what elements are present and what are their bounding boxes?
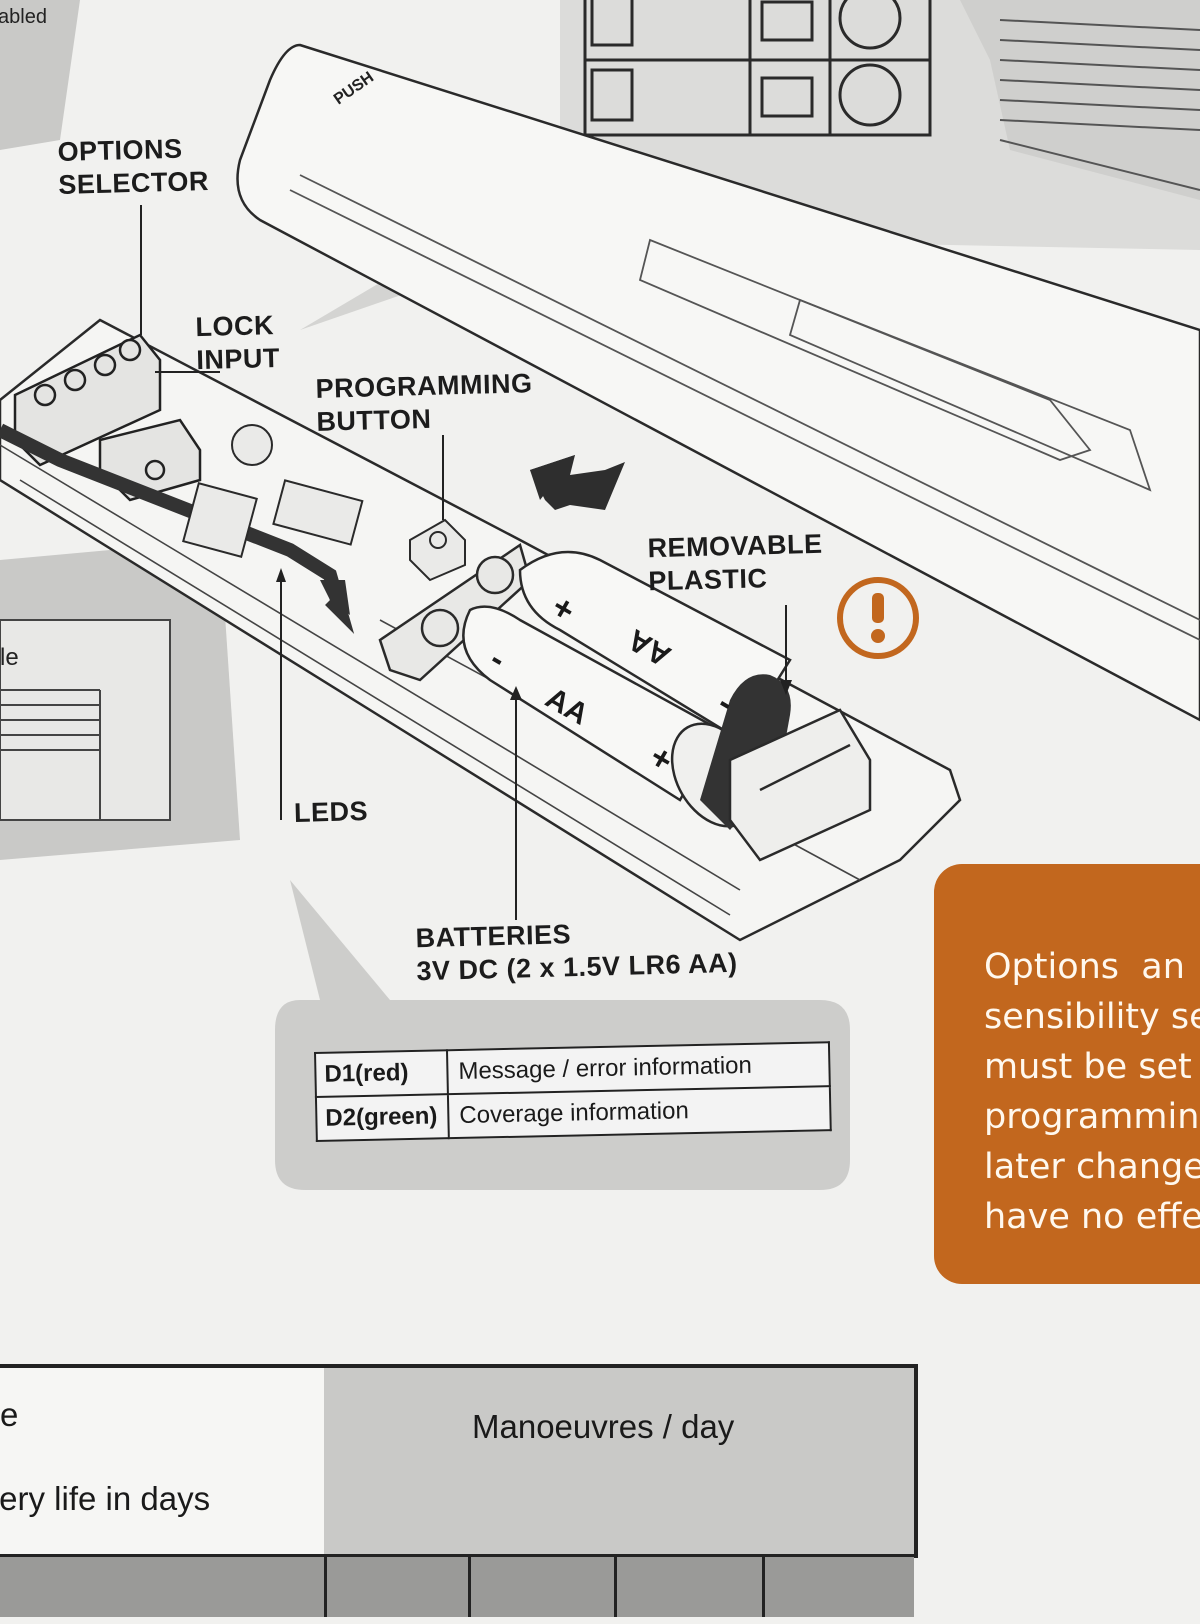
programming-button-line-2: BUTTON (316, 403, 432, 437)
lock-input-line-1: LOCK (195, 310, 275, 343)
led-code: D1(red) (315, 1050, 448, 1097)
table-left-header: e tery life in days (0, 1364, 327, 1558)
options-selector-line-1: OPTIONS (57, 133, 183, 167)
table-row (0, 1554, 914, 1617)
table-right-header: Manoeuvres / day (324, 1364, 918, 1558)
removable-plastic-line-2: PLASTIC (648, 563, 768, 597)
enabled-fragment: abled (0, 6, 47, 28)
programming-button-label: PROGRAMMING BUTTON (315, 367, 534, 439)
leds-label: LEDS (293, 796, 369, 828)
batteries-label: BATTERIES 3V DC (2 x 1.5V LR6 AA) (415, 914, 738, 988)
removable-plastic-label: REMOVABLE PLASTIC (647, 528, 824, 599)
lock-input-label: LOCK INPUT (195, 309, 280, 377)
led-table: D1(red) Message / error information D2(g… (314, 1041, 832, 1142)
left-fragment-text: le (0, 644, 19, 671)
led-code: D2(green) (315, 1094, 449, 1141)
programming-button-line-1: PROGRAMMING (315, 368, 533, 404)
options-selector-line-2: SELECTOR (58, 166, 210, 200)
table-row: D2(green) Coverage information (315, 1086, 831, 1141)
removable-plastic-line-1: REMOVABLE (647, 528, 823, 564)
left-header-fragment: e (0, 1396, 19, 1433)
lock-input-line-2: INPUT (196, 342, 281, 376)
led-description: Coverage information (447, 1086, 831, 1139)
note-text: Options an sensibility se must be set pr… (984, 947, 1200, 1237)
options-selector-label: OPTIONS SELECTOR (57, 132, 209, 202)
battery-life-table: e tery life in days Manoeuvres / day (0, 1364, 930, 1624)
left-subheader-fragment: tery life in days (0, 1480, 211, 1517)
manoeuvres-header: Manoeuvres / day (472, 1408, 735, 1445)
options-note: Options an sensibility se must be set pr… (934, 864, 1200, 1284)
exclamation-circle-icon (837, 577, 919, 659)
